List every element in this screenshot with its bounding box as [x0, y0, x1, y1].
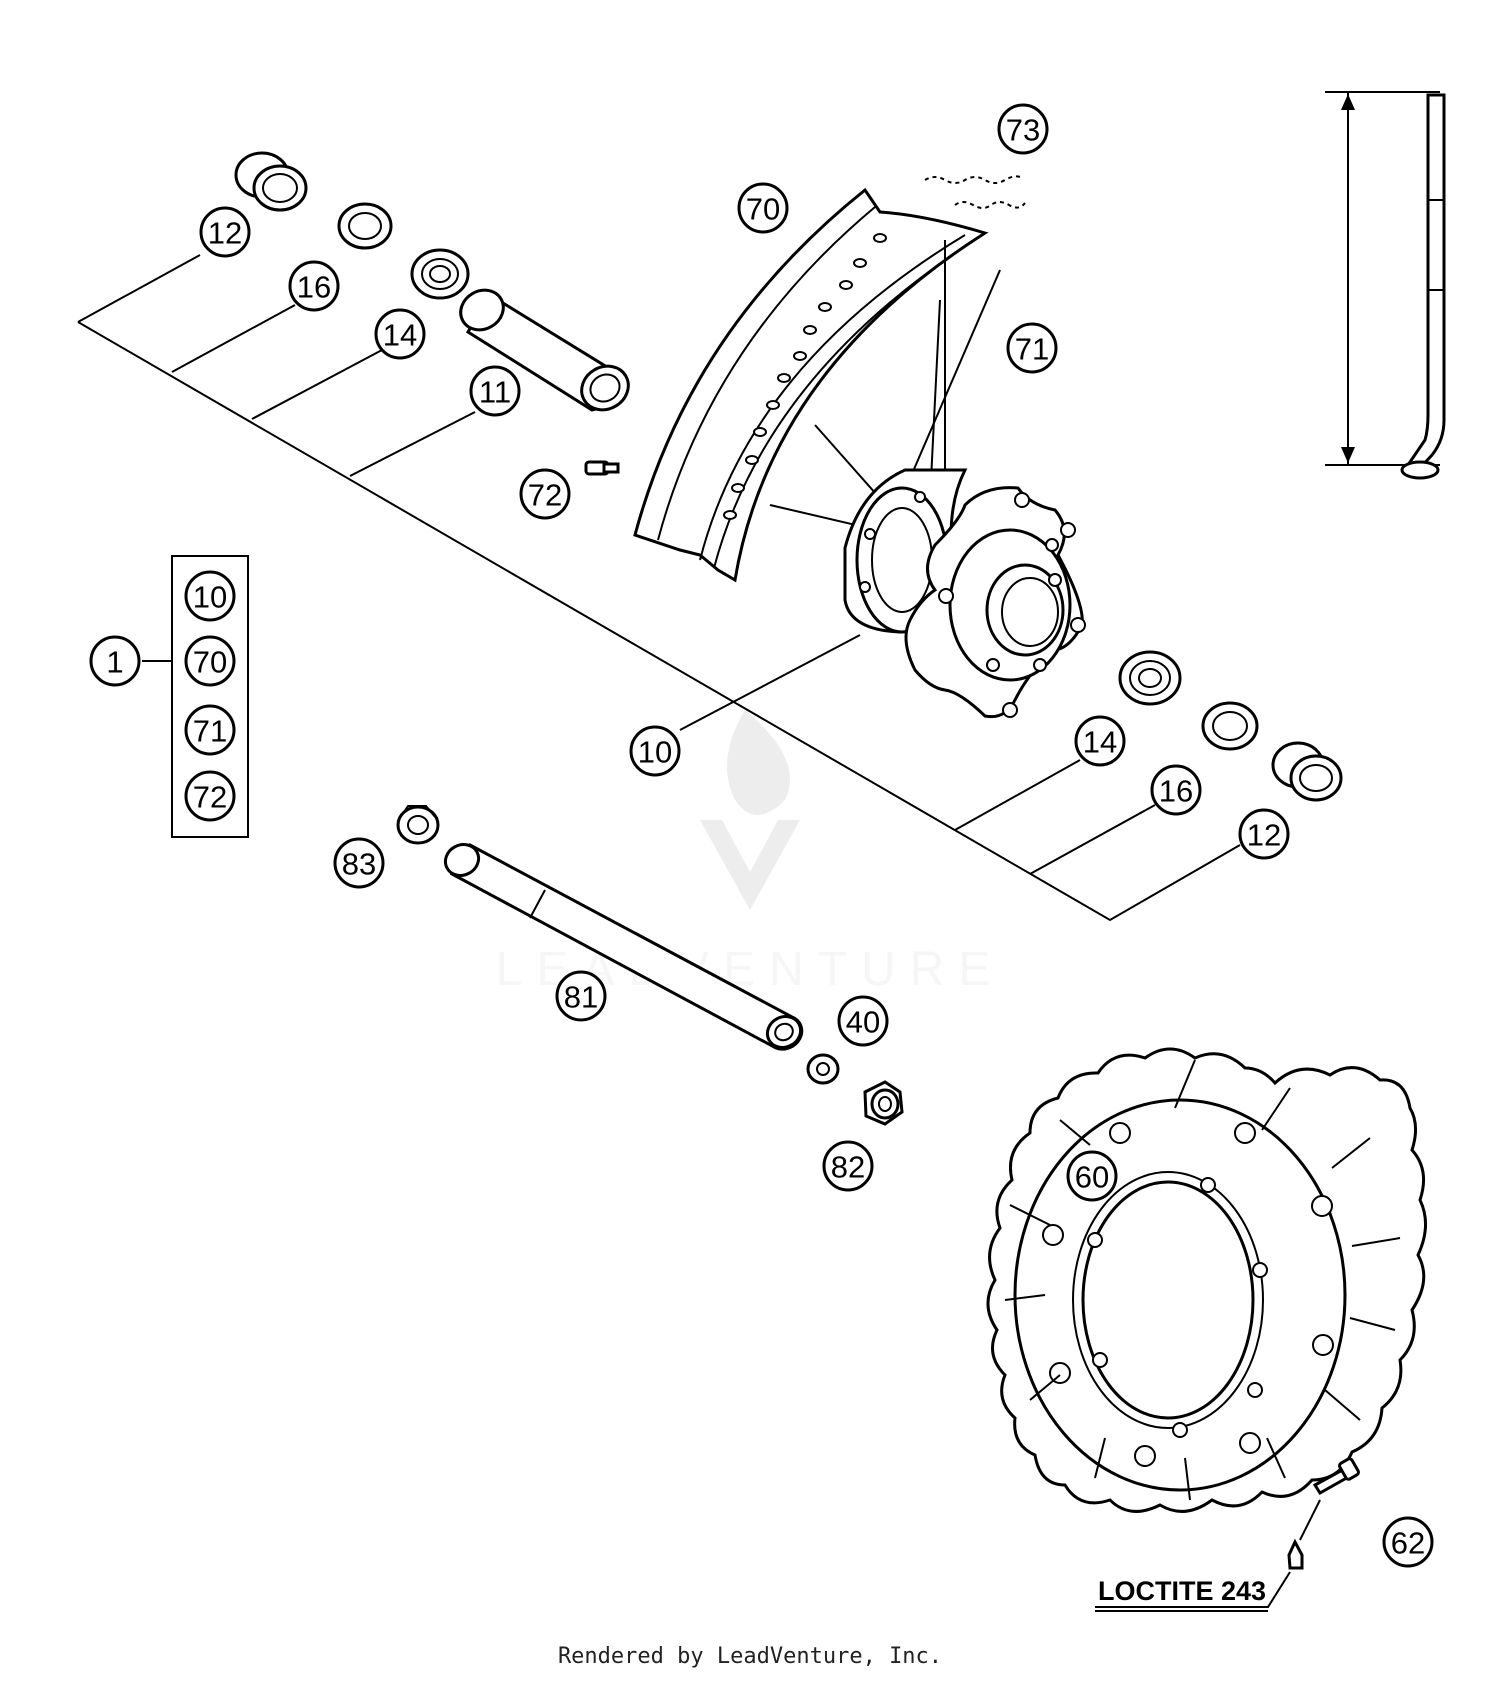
disc-screw-62 [1287, 1457, 1360, 1570]
svg-text:12: 12 [208, 216, 242, 251]
svg-text:11: 11 [479, 375, 511, 410]
svg-text:16: 16 [297, 270, 331, 305]
callout-1: 1 [89, 635, 141, 687]
svg-text:72: 72 [193, 780, 227, 815]
callout-14-right: 14 [1074, 715, 1126, 767]
svg-text:10: 10 [193, 580, 227, 615]
callout-16-right: 16 [1150, 764, 1202, 816]
loctite-label: LOCTITE 243 [1098, 1576, 1266, 1606]
svg-text:60: 60 [1075, 1160, 1109, 1195]
spacer-12-left [234, 151, 308, 212]
bearing-14-left [410, 248, 470, 300]
callout-11: 11 [469, 365, 521, 417]
svg-text:71: 71 [193, 714, 227, 749]
svg-text:14: 14 [383, 318, 417, 353]
brake-disc-60 [986, 1047, 1427, 1513]
distance-tube-11 [459, 288, 630, 412]
svg-text:14: 14 [1083, 725, 1117, 760]
svg-text:1: 1 [106, 645, 123, 680]
bearing-14-right [1118, 650, 1182, 706]
valve-dimension-view [1325, 91, 1446, 480]
rim-70 [633, 187, 989, 583]
callout-12-right: 12 [1238, 808, 1290, 860]
svg-text:73: 73 [1006, 113, 1040, 148]
kit-item-70: 70 [184, 635, 236, 687]
callout-16-left: 16 [288, 260, 340, 312]
svg-text:70: 70 [193, 645, 227, 680]
svg-text:62: 62 [1391, 1526, 1425, 1561]
axle-81 [443, 843, 804, 1051]
svg-text:12: 12 [1247, 818, 1281, 853]
callout-40: 40 [837, 995, 889, 1047]
rim-tape-73 [924, 175, 1026, 209]
callout-12-left: 12 [199, 206, 251, 258]
callout-71: 71 [1006, 322, 1058, 374]
callout-14-left: 14 [374, 308, 426, 360]
hub-10 [843, 468, 1086, 719]
callout-83: 83 [333, 837, 385, 889]
seal-16-right [1201, 701, 1259, 751]
svg-text:16: 16 [1159, 774, 1193, 809]
svg-text:71: 71 [1015, 332, 1049, 367]
seal-16-left [337, 202, 393, 250]
axle-nut-83 [396, 805, 440, 845]
kit-item-71: 71 [184, 704, 236, 756]
callout-82: 82 [822, 1140, 874, 1192]
svg-text:10: 10 [638, 735, 672, 770]
callout-60: 60 [1066, 1150, 1118, 1202]
spoke-nipple-72 [584, 460, 620, 476]
svg-text:82: 82 [831, 1150, 865, 1185]
spacer-12-right [1271, 741, 1343, 802]
axle-center-lines [77, 254, 1241, 922]
washer-40 [806, 1053, 840, 1085]
callout-62: 62 [1382, 1516, 1434, 1568]
axle-bolt-82 [863, 1080, 904, 1126]
leadventure-watermark: LEADVENTURE [496, 710, 990, 996]
svg-text:72: 72 [528, 478, 562, 513]
spokes-71 [769, 240, 1001, 556]
loctite-note: LOCTITE 243 [1095, 1571, 1291, 1612]
kit-item-10: 10 [184, 570, 236, 622]
svg-text:83: 83 [342, 847, 376, 882]
callout-72: 72 [519, 468, 571, 520]
svg-text:40: 40 [846, 1005, 880, 1040]
kit-item-72: 72 [184, 770, 236, 822]
footer-credit: Rendered by LeadVenture, Inc. [557, 1644, 943, 1669]
callout-81: 81 [555, 970, 607, 1022]
callout-73: 73 [997, 103, 1049, 155]
svg-text:70: 70 [746, 192, 780, 227]
callout-10: 10 [629, 725, 681, 777]
svg-text:81: 81 [564, 980, 598, 1015]
callout-70: 70 [737, 182, 789, 234]
